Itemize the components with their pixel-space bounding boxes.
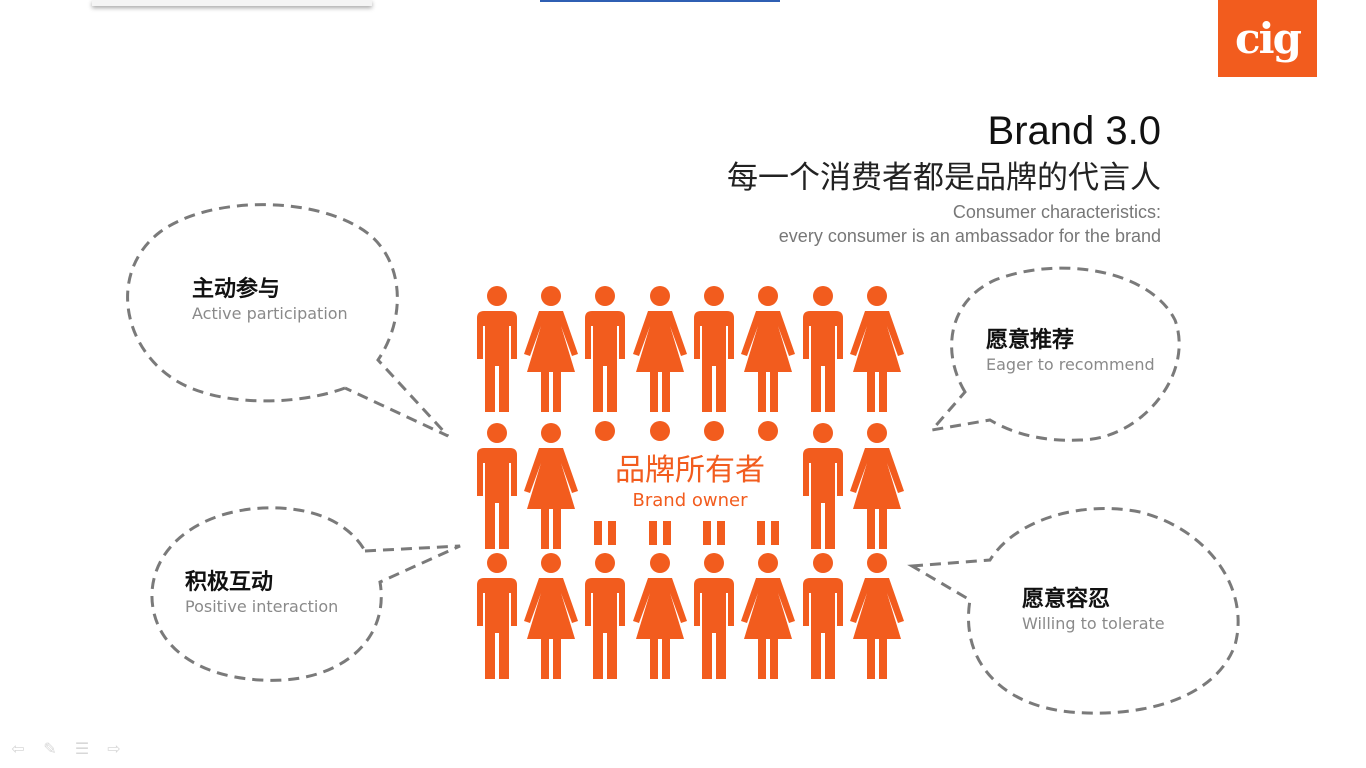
male-person-icon <box>477 553 517 679</box>
bubble-interaction-en: Positive interaction <box>185 597 339 616</box>
female-person-icon <box>633 286 687 412</box>
slide-subtitle-en-2: every consumer is an ambassador for the … <box>778 226 1161 246</box>
female-person-icon <box>850 423 904 549</box>
bubble-outline-tolerate <box>907 507 1240 715</box>
male-person-icon <box>585 286 625 412</box>
bubble-recommend-en: Eager to recommend <box>986 355 1155 374</box>
bubble-tolerate-cn: 愿意容忍 <box>1022 587 1111 612</box>
bubble-outline-active <box>126 203 450 438</box>
male-person-icon <box>694 553 734 679</box>
bubble-active-en: Active participation <box>192 304 348 323</box>
female-person-icon <box>524 553 578 679</box>
female-person-icon <box>741 286 795 412</box>
bubble-interaction-cn: 积极互动 <box>185 570 274 595</box>
male-person-icon <box>803 553 843 679</box>
cig-logo: cig <box>1218 0 1317 77</box>
female-person-icon <box>757 421 779 545</box>
female-person-icon <box>649 421 671 545</box>
bubble-tolerate: 愿意容忍 Willing to tolerate <box>1022 586 1165 634</box>
male-person-icon <box>585 553 625 679</box>
brand-owner-label: 品牌所有者 Brand owner <box>590 452 790 512</box>
bubble-interaction: 积极互动 Positive interaction <box>185 569 338 617</box>
female-person-icon <box>850 286 904 412</box>
female-person-icon <box>741 553 795 679</box>
slide-subtitle-en-1: Consumer characteristics: <box>952 202 1161 222</box>
male-person-icon <box>803 423 843 549</box>
arrow-left-icon[interactable]: ⇦ <box>11 739 25 758</box>
slide-nav: ⇦ ✎ ☰ ⇨ <box>8 739 124 758</box>
female-person-icon <box>850 553 904 679</box>
pen-icon[interactable]: ✎ <box>43 739 57 758</box>
male-person-icon <box>703 421 725 545</box>
bubble-outline-interaction <box>150 506 461 682</box>
male-person-icon <box>477 286 517 412</box>
slide-title: Brand 3.0 <box>987 109 1161 153</box>
bubble-active: 主动参与 Active participation <box>192 276 348 324</box>
top-link-underline <box>540 0 780 2</box>
brand-owner-en: Brand owner <box>632 490 748 511</box>
female-person-icon <box>524 286 578 412</box>
female-person-icon <box>524 423 578 549</box>
male-person-icon <box>694 286 734 412</box>
bubble-active-cn: 主动参与 <box>192 277 281 302</box>
male-person-icon <box>594 421 616 545</box>
menu-icon[interactable]: ☰ <box>74 739 90 758</box>
previous-slide-edge <box>92 0 372 6</box>
people-grid <box>477 286 904 679</box>
male-person-icon <box>477 423 517 549</box>
bubble-tolerate-en: Willing to tolerate <box>1022 614 1165 633</box>
arrow-right-icon[interactable]: ⇨ <box>107 739 121 758</box>
bubble-outline-recommend <box>928 266 1181 442</box>
title-block: Brand 3.0 每一个消费者都是品牌的代言人 Consumer charac… <box>727 108 1161 248</box>
bubble-recommend-cn: 愿意推荐 <box>986 328 1075 353</box>
brand-owner-cn: 品牌所有者 <box>615 453 765 488</box>
bubble-recommend: 愿意推荐 Eager to recommend <box>986 327 1155 375</box>
male-person-icon <box>803 286 843 412</box>
female-person-icon <box>633 553 687 679</box>
slide-subtitle-cn: 每一个消费者都是品牌的代言人 <box>727 160 1161 196</box>
